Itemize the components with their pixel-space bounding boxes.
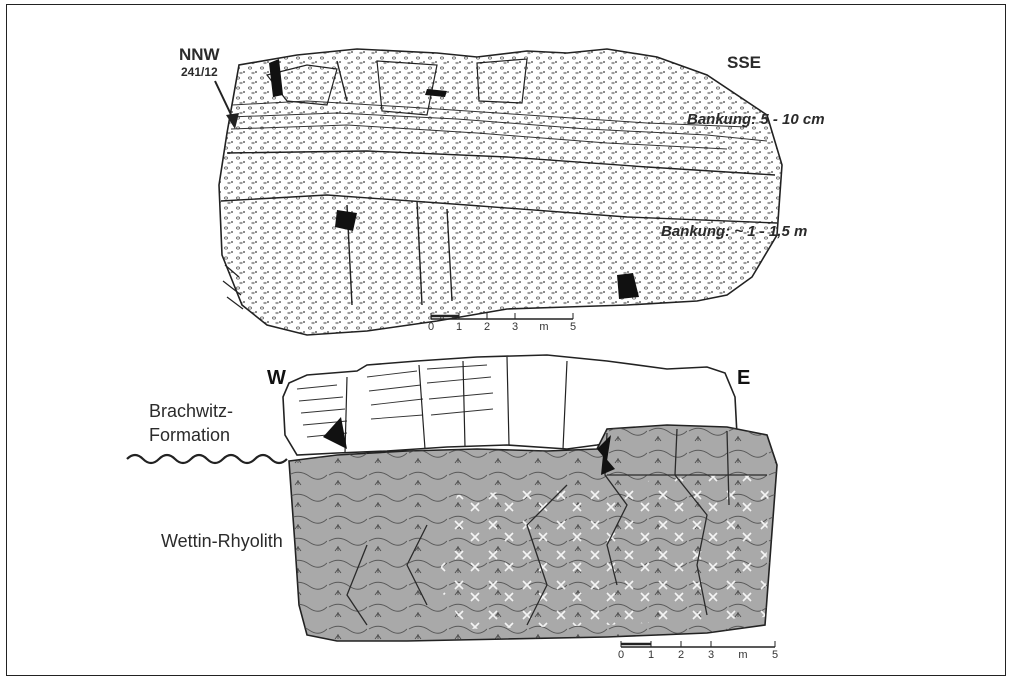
scale-tick-label: 5 <box>772 649 778 661</box>
bedding-thick-label: Bankung: ~ 1 - 1,5 m <box>661 223 807 240</box>
scale-tick-label: 5 <box>570 321 576 333</box>
outcrop-drawing <box>7 5 1007 677</box>
figure-frame: NNW 241/12 SSE Bankung: 5 - 10 cm Bankun… <box>6 4 1006 676</box>
unconformity-wave-icon <box>127 455 287 463</box>
formation-label-wettin-rhyolith: Wettin-Rhyolith <box>161 531 283 552</box>
scale-tick-label: 0 <box>618 649 624 661</box>
scale-tick-label: 1 <box>456 321 462 333</box>
scale-unit-label: m <box>539 321 548 333</box>
orientation-label-w: W <box>267 367 286 390</box>
scale-tick-label: 3 <box>708 649 714 661</box>
scale-tick-label: 2 <box>484 321 490 333</box>
dip-measurement-label: 241/12 <box>181 65 218 79</box>
scale-tick-label: 0 <box>428 321 434 333</box>
orientation-label-e: E <box>737 367 750 390</box>
formation-label-brachwitz-line1: Brachwitz- <box>149 401 233 422</box>
bedding-thin-label: Bankung: 5 - 10 cm <box>687 111 825 128</box>
scale-bar-icon <box>621 641 775 647</box>
formation-label-brachwitz-line2: Formation <box>149 425 230 446</box>
scale-tick-label: 3 <box>512 321 518 333</box>
orientation-label-nnw: NNW <box>179 45 220 65</box>
scale-tick-label: 2 <box>678 649 684 661</box>
orientation-label-sse: SSE <box>727 53 761 73</box>
wettin-rhyolith-body <box>289 425 777 641</box>
cross-pattern <box>437 475 769 629</box>
scale-unit-label: m <box>738 649 747 661</box>
scale-tick-label: 1 <box>648 649 654 661</box>
upper-outcrop-body <box>219 49 782 335</box>
upper-outcrop-sketch <box>219 49 782 335</box>
